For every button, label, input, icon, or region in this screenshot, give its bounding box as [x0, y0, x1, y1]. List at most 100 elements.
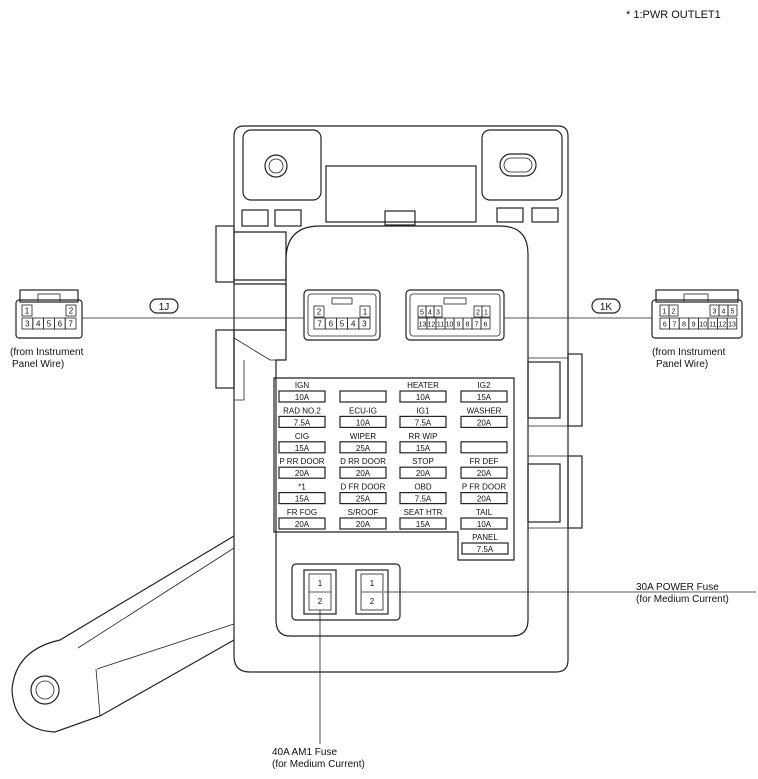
fuse — [278, 517, 326, 530]
pin-number: 8 — [682, 322, 686, 329]
fuse-name: PANEL — [472, 533, 498, 542]
junction-block-housing — [11, 125, 583, 733]
fuse-name: RAD NO.2 — [283, 406, 321, 415]
callout-1k: 1K — [504, 298, 652, 319]
fuse-panel — [273, 377, 515, 561]
pin-number: 11 — [709, 322, 716, 329]
fuse-rating: 7.5A — [294, 418, 311, 427]
pin-number: 13 — [419, 322, 427, 329]
fuse-rating: 10A — [477, 520, 492, 529]
pin-number: 6 — [58, 320, 63, 329]
fuse-rating: 10A — [416, 393, 431, 402]
fuse-name: HEATER — [407, 381, 439, 390]
fuse — [339, 441, 387, 454]
pin-number: 2 — [672, 309, 676, 316]
fuse-name: P RR DOOR — [279, 457, 324, 466]
fuse — [339, 517, 387, 530]
pin-number: 11 — [437, 322, 444, 329]
fuse-rating: 20A — [295, 469, 310, 478]
pin-number: 3 — [713, 309, 717, 316]
fuse — [460, 441, 508, 454]
pin-number: 6 — [329, 320, 334, 329]
connector-pin — [433, 305, 443, 318]
pin-number: 4 — [722, 309, 726, 316]
pin-number: 10 — [699, 322, 707, 329]
fuse — [278, 390, 326, 403]
connector-pin — [313, 305, 325, 318]
fuse — [460, 517, 508, 530]
fuse-rating: 15A — [295, 495, 310, 504]
pin-number: 9 — [692, 322, 696, 329]
fuse — [460, 492, 508, 505]
connector-pin — [727, 304, 738, 317]
fuse — [460, 466, 508, 479]
connector-pin — [65, 304, 77, 317]
am1-pin-1: 1 — [318, 579, 323, 588]
fuse — [399, 492, 447, 505]
fuse-name: CIG — [295, 432, 309, 441]
connector-pin — [64, 317, 77, 330]
connector-pin — [359, 305, 371, 318]
footnote: * 1:PWR OUTLET1 — [626, 9, 721, 21]
pin-number: 12 — [719, 322, 727, 329]
pin-number: 6 — [663, 322, 667, 329]
fuse-rating: 10A — [295, 393, 310, 402]
fuse-name: D RR DOOR — [340, 457, 386, 466]
pin-number: 13 — [728, 322, 736, 329]
fuse — [278, 441, 326, 454]
am1-fuse-sub: (for Medium Current) — [272, 759, 365, 770]
fuse-rating: 15A — [295, 444, 310, 453]
pin-number: 7 — [317, 320, 322, 329]
pin-number: 1 — [363, 308, 368, 317]
left-source-line1: (from Instrument — [10, 347, 84, 358]
fuse-rating: 15A — [416, 444, 431, 453]
connector-pin — [668, 304, 679, 317]
pin-number: 8 — [466, 322, 470, 329]
fuse-name: STOP — [412, 457, 434, 466]
fuse-name: WASHER — [467, 406, 502, 415]
callout-1j-label: 1J — [159, 302, 170, 313]
fuse-rating: 7.5A — [415, 495, 432, 504]
right-source-line1: (from Instrument — [652, 347, 726, 358]
fuse-name: IG2 — [478, 381, 491, 390]
fuse — [460, 390, 508, 403]
right-source-line2: Panel Wire) — [656, 359, 708, 370]
fuse — [399, 517, 447, 530]
pin-number: 5 — [47, 320, 52, 329]
fuse-rating: 20A — [295, 520, 310, 529]
pin-number: 3 — [436, 310, 440, 317]
fuse-rating: 20A — [477, 495, 492, 504]
fuse — [339, 390, 387, 403]
fuse-rating: 20A — [477, 469, 492, 478]
connector-pin — [480, 317, 491, 330]
fuse-rating: 7.5A — [477, 545, 494, 554]
pin-number: 2 — [476, 310, 480, 317]
pin-number: 5 — [420, 310, 424, 317]
am1-pin-2: 2 — [318, 597, 323, 606]
connector-pin — [481, 305, 491, 318]
fuse-rating: 15A — [416, 520, 431, 529]
fuse-name: WIPER — [350, 432, 376, 441]
callout-1k-label: 1K — [600, 302, 613, 313]
fuse — [339, 466, 387, 479]
fuse — [278, 415, 326, 428]
fuse — [399, 466, 447, 479]
fuse-name: P FR DOOR — [462, 483, 507, 492]
pin-number: 3 — [362, 320, 367, 329]
fuse — [399, 390, 447, 403]
fuse-name: S/ROOF — [348, 508, 379, 517]
pin-number: 4 — [36, 320, 41, 329]
connector-pin — [21, 304, 33, 317]
fuse — [339, 492, 387, 505]
fuse-name: IG1 — [417, 406, 430, 415]
fuse — [399, 415, 447, 428]
pin-number: 10 — [446, 322, 454, 329]
pin-number: 4 — [428, 310, 432, 317]
pin-number: 6 — [484, 322, 488, 329]
pin-number: 1 — [25, 307, 30, 316]
